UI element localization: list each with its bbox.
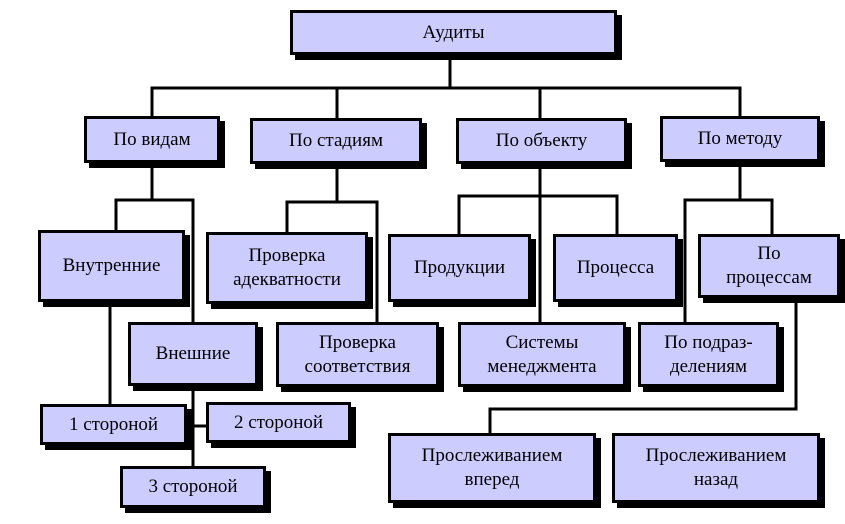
node-trace-backward: Прослеживанием назад (612, 433, 820, 503)
node-adequacy-check: Проверка адекватности (206, 232, 368, 304)
node-by-departments: По подраз- делениям (638, 322, 779, 387)
node-external: Внешние (128, 322, 258, 386)
node-third-party: 3 стороной (120, 466, 266, 508)
node-second-party: 2 стороной (206, 402, 351, 443)
node-management-systems: Системы менеджмента (458, 322, 626, 387)
node-compliance-check: Проверка соответствия (276, 322, 439, 387)
node-by-object: По объекту (456, 118, 627, 164)
node-first-party: 1 стороной (40, 404, 187, 445)
node-internal: Внутренние (38, 230, 185, 302)
node-audits: Аудиты (290, 10, 617, 55)
node-by-method: По методу (660, 116, 820, 162)
node-process: Процесса (553, 234, 678, 302)
node-by-processes: По процессам (698, 234, 840, 298)
node-products: Продукции (388, 234, 531, 302)
node-by-stage: По стадиям (250, 118, 422, 164)
node-by-type: По видам (84, 116, 220, 163)
node-trace-forward: Прослеживанием вперед (388, 433, 596, 503)
